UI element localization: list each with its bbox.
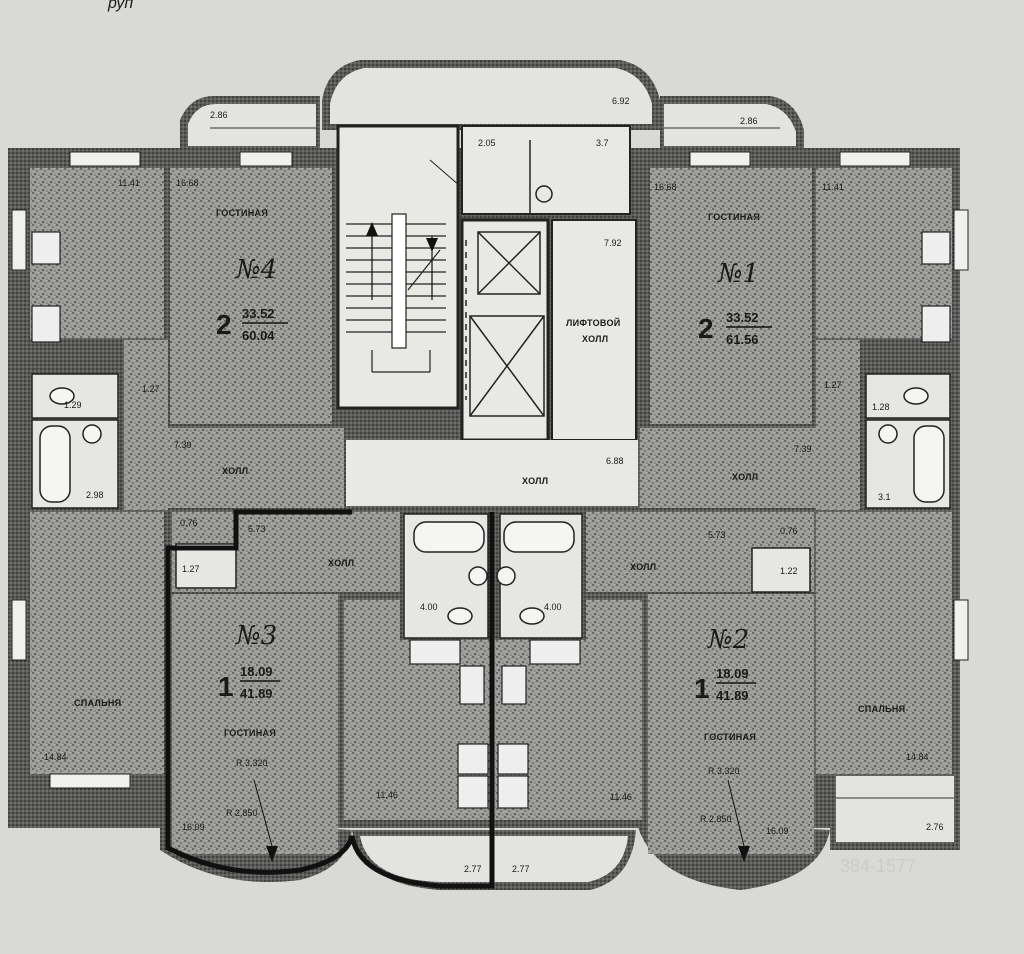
stair-up-arrow <box>366 222 378 236</box>
bathrooms <box>31 373 951 639</box>
apt-living-area: 18.09 <box>716 666 749 681</box>
dim-1-27-left: 1.27 <box>142 384 160 394</box>
dim-2-86-left: 2.86 <box>210 110 228 120</box>
room-hall-1: ХОЛЛ <box>732 472 758 482</box>
dim-5-73-left: 5.73 <box>248 524 266 534</box>
apt-number: №4 <box>235 255 277 285</box>
apartment-4-label: №4 2 33.52 60.04 <box>216 255 288 343</box>
room-living-3: ГОСТИНАЯ <box>224 728 276 738</box>
room-living-2: ГОСТИНАЯ <box>704 732 756 742</box>
bay-arrow-left <box>266 846 278 862</box>
dim-2-98: 2.98 <box>86 490 104 500</box>
apt-total-area: 41.89 <box>716 688 749 703</box>
room-bedroom-right: СПАЛЬНЯ <box>858 704 905 714</box>
dim-1-22: 1.22 <box>780 566 798 576</box>
apt-rooms: 1 <box>218 671 234 702</box>
staircase <box>346 213 446 373</box>
windows <box>11 151 969 789</box>
dim-7-92: 7.92 <box>604 238 622 248</box>
apt-total-area: 41.89 <box>240 686 273 701</box>
apartment-3-boundary <box>165 509 495 889</box>
header-partial-text: руп <box>107 0 133 12</box>
apt-living-area: 18.09 <box>240 664 273 679</box>
kitchen-fixtures <box>31 231 951 809</box>
apartment-3-label: №3 1 18.09 41.89 <box>218 621 280 702</box>
dim-7-39-left: 7.39 <box>174 440 192 450</box>
watermark: 384-1577 <box>840 856 916 876</box>
apartment-rooms <box>30 168 952 854</box>
apt-living-area: 33.52 <box>242 306 275 321</box>
apt-rooms: 1 <box>694 673 710 704</box>
lift-shafts <box>465 231 545 417</box>
dim-r-2-850-left: R 2.850 <box>226 808 258 818</box>
dim-3-7: 3.7 <box>596 138 609 148</box>
dim-11-41-right: 11.41 <box>822 182 844 192</box>
room-bedroom-left: СПАЛЬНЯ <box>74 698 121 708</box>
dim-4-00-right: 4.00 <box>544 602 562 612</box>
dim-16-68-right: 16.68 <box>654 182 677 192</box>
apt-total-area: 61.56 <box>726 332 759 347</box>
dim-1-29: 1.29 <box>64 400 82 410</box>
dim-2-77-right: 2.77 <box>512 864 530 874</box>
dim-11-41-left: 11.41 <box>118 178 140 188</box>
room-living-4: ГОСТИНАЯ <box>216 208 268 218</box>
room-lift-hall-line1: ЛИФТОВОЙ <box>566 317 621 328</box>
apt-number: №1 <box>717 259 759 289</box>
dim-2-76: 2.76 <box>926 822 944 832</box>
apartment-2-label: №2 1 18.09 41.89 <box>694 625 756 704</box>
dim-1-27-right: 1.27 <box>824 380 842 390</box>
dim-r-3-320-left: R 3.320 <box>236 758 268 768</box>
dim-11-46-right: 11.46 <box>610 792 632 802</box>
dim-2-86-right: 2.86 <box>740 116 758 126</box>
core <box>336 124 638 506</box>
apt-number: №2 <box>707 625 749 655</box>
dim-r-3-320-right: R 3.320 <box>708 766 740 776</box>
room-lift-hall-line2: ХОЛЛ <box>582 334 608 344</box>
dimension-labels: 2.86 2.86 6.92 2.05 3.7 11.41 16.68 16.6… <box>44 96 944 874</box>
dim-0-76-right: 0.76 <box>780 526 798 536</box>
room-hall-2: ХОЛЛ <box>630 562 656 572</box>
apartment-1-label: №1 2 33.52 61.56 <box>698 259 772 347</box>
dim-16-09-left: 16.09 <box>182 822 205 832</box>
dim-1-27-lower: 1.27 <box>182 564 200 574</box>
apt-living-area: 33.52 <box>726 310 759 325</box>
dim-5-73-right: 5.73 <box>708 530 726 540</box>
dim-6-88: 6.88 <box>606 456 624 466</box>
dim-2-05: 2.05 <box>478 138 496 148</box>
room-hall-3: ХОЛЛ <box>328 558 354 568</box>
dim-6-92: 6.92 <box>612 96 630 106</box>
dim-4-00-left: 4.00 <box>420 602 438 612</box>
dim-0-76-left: 0.76 <box>180 518 198 528</box>
apt-number: №3 <box>235 621 277 651</box>
room-living-1: ГОСТИНАЯ <box>708 212 760 222</box>
dim-14-84-left: 14.84 <box>44 752 67 762</box>
apt-total-area: 60.04 <box>242 328 275 343</box>
bay-arrow-right <box>738 846 750 862</box>
dim-14-84-right: 14.84 <box>906 752 929 762</box>
dim-1-28: 1.28 <box>872 402 890 412</box>
dim-16-09-right: 16.09 <box>766 826 789 836</box>
room-hall-core: ХОЛЛ <box>522 476 548 486</box>
room-hall-4: ХОЛЛ <box>222 466 248 476</box>
apt-rooms: 2 <box>216 309 232 340</box>
dim-11-46-left: 11.46 <box>376 790 398 800</box>
apt-rooms: 2 <box>698 313 714 344</box>
dim-7-39-right: 7.39 <box>794 444 812 454</box>
dim-3-1: 3.1 <box>878 492 891 502</box>
dim-2-77-left: 2.77 <box>464 864 482 874</box>
dim-16-68-left: 16.68 <box>176 178 199 188</box>
dim-r-2-850-right: R 2.850 <box>700 814 732 824</box>
